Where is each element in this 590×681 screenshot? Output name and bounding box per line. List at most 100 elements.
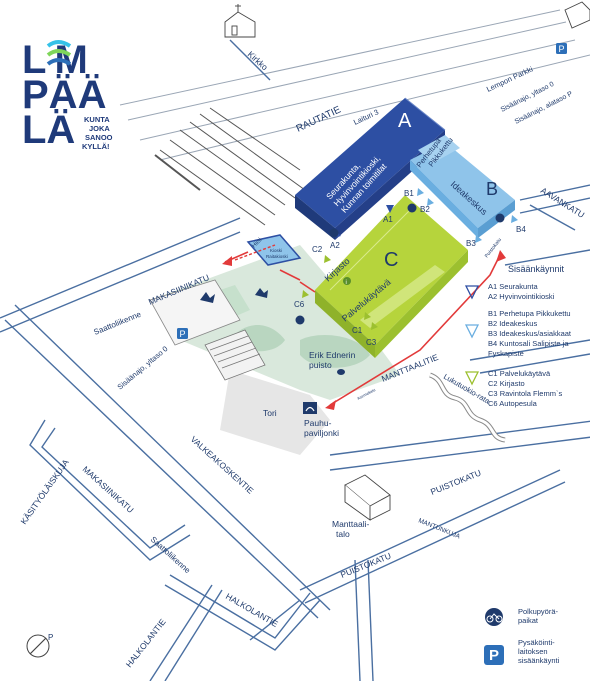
entrance-c2-marker [324,255,331,263]
place-labels: Tori Erik Ednerin puisto Pauhu- paviljon… [263,350,372,539]
parking-icon-letter: P [489,647,499,664]
legend-items: A1 Seurakunta A2 Hyvinvointikioski B1 Pe… [488,282,572,408]
parking-marker-letter: P [559,44,565,54]
manttaalitalo-line-1: Manttaali- [332,519,369,529]
legend-item-b3: B3 Ideakeskus/asiakkaat [488,329,572,338]
bike-line-1: Polkupyörä- [518,607,559,616]
stairs [204,329,266,381]
legend-item-c1: C1 Palvelukäytävä [488,369,551,378]
entrance-a1-label: A1 [383,215,393,224]
entrance-c6-label: C6 [294,300,305,309]
legend-item-a2: A2 Hyvinvointikioski [488,292,555,301]
legend-item-c2: C2 Kirjasto [488,379,525,388]
entrance-c3-label: C3 [366,338,377,347]
legend-b-icon [464,324,480,339]
info-icon: i [343,277,351,286]
slogan-4: KYLLÄ! [82,142,110,151]
building-top-right [564,1,590,29]
parking-line-2: laitoksen [518,647,548,656]
logo-row-2: PÄÄ [22,73,106,117]
entrance-b1-marker [417,188,424,196]
compass: P [26,633,53,658]
compass-label: P [48,633,53,642]
bike-icon [407,203,417,213]
entrance-b1-label: B1 [404,189,414,198]
legend-title: Sisäänkäynnit [508,264,565,274]
legend: Sisäänkäynnit A1 Seurakunta A2 Hyvinvoin… [464,264,572,665]
legend-c-icon [464,371,480,386]
playground-icon [200,292,215,303]
erik-edner-line-2: puisto [309,360,332,370]
legend-bike: Polkupyörä- paikat [485,607,560,626]
parking-line-3: sisäänkäynti [518,656,560,665]
entrance-a1-marker [386,205,394,213]
bike-icon [329,228,339,238]
parking-marker-right: P [556,43,567,54]
building-b-letter: B [486,179,498,199]
entrance-b4-marker [511,215,518,223]
place-tori: Tori [263,408,277,418]
parking-icon [484,645,504,665]
pauhu-line-2: paviljonki [304,428,339,438]
entrance-c6-marker [302,290,309,298]
entrance-c3-marker [371,322,378,330]
legend-item-b1: B1 Perhetupa Pikkukettu [488,309,571,318]
slogan-1: KUNTA [84,115,110,124]
building-c [315,195,468,358]
legend-bike-label: Polkupyörä- paikat [518,607,560,625]
logo-row-3: LÄ [22,108,75,152]
kioski-label: Kioski Raitakioski [266,248,288,259]
erik-edner-line-1: Erik Ednerin [309,350,356,360]
hiisi-kioski-building [246,234,302,266]
building-b [410,135,515,238]
parking-marker-letter: P [180,329,186,339]
manttaalitalo-line-2: talo [336,529,350,539]
pauhu-line-1: Pauhu- [304,418,332,428]
svg-text:i: i [346,280,347,286]
kioski-line-2: Raitakioski [266,254,288,259]
bike-line-2: paikat [518,616,539,625]
parking-building-left [149,279,241,346]
building-a-letter: A [398,110,412,132]
bike-icon [495,213,505,223]
place-manttaalitalo: Manttaali- talo [332,519,372,539]
manttaalitalo-building [344,474,391,521]
entrance-b3-marker [475,235,482,243]
bike-parking-markers [295,203,505,325]
pond [337,369,345,375]
entrance-b2-label: B2 [420,205,430,214]
church-icon [224,4,256,38]
slogan-3: SANOO [85,133,113,142]
lempaala-logo: L M PÄÄ LÄ KUNTA JOKA SANOO KYLLÄ! [22,38,113,152]
entrance-b4-label: B4 [516,225,526,234]
compass-arrow-icon [29,637,47,655]
legend-item-c3: C3 Ravintola Flemm`s [488,389,562,398]
legend-item-b4-cont: Fyskapiste [488,349,524,358]
kioski-line-1: Kioski [270,248,282,253]
parking-marker-left: P [177,328,188,339]
entrance-c1-marker [364,312,371,320]
park-grass-2 [300,335,370,368]
entrance-c1-label: C1 [352,326,363,335]
legend-item-b4: B4 Kuntosali Salipiste ja [488,339,569,348]
red-arrow-left [222,256,232,266]
red-arrow-bottom [325,400,336,410]
entrance-c2-label: C2 [312,245,323,254]
entrance-labels: A1 A2 B1 B2 B3 B4 C1 C2 C3 C6 [294,189,526,347]
legend-item-b2: B2 Ideakeskus [488,319,537,328]
logo-slogan: KUNTA JOKA SANOO KYLLÄ! [82,115,113,151]
entrance-a2-label: A2 [330,241,340,250]
slogan-2: JOKA [89,124,110,133]
legend-item-c6: C6 Autopesula [488,399,538,408]
logo-wave [46,40,72,48]
legend-item-a1: A1 Seurakunta [488,282,538,291]
playground-icons [200,288,268,303]
building-c-letter: C [384,249,398,271]
pauhu-icon [303,402,317,414]
red-dashed-route [234,244,276,261]
bike-icon [295,315,305,325]
red-arrow-right [496,250,506,262]
legend-parking: P Pysäköinti- laitoksen sisäänkäynti [484,638,560,665]
entrance-b2-marker [427,198,434,206]
